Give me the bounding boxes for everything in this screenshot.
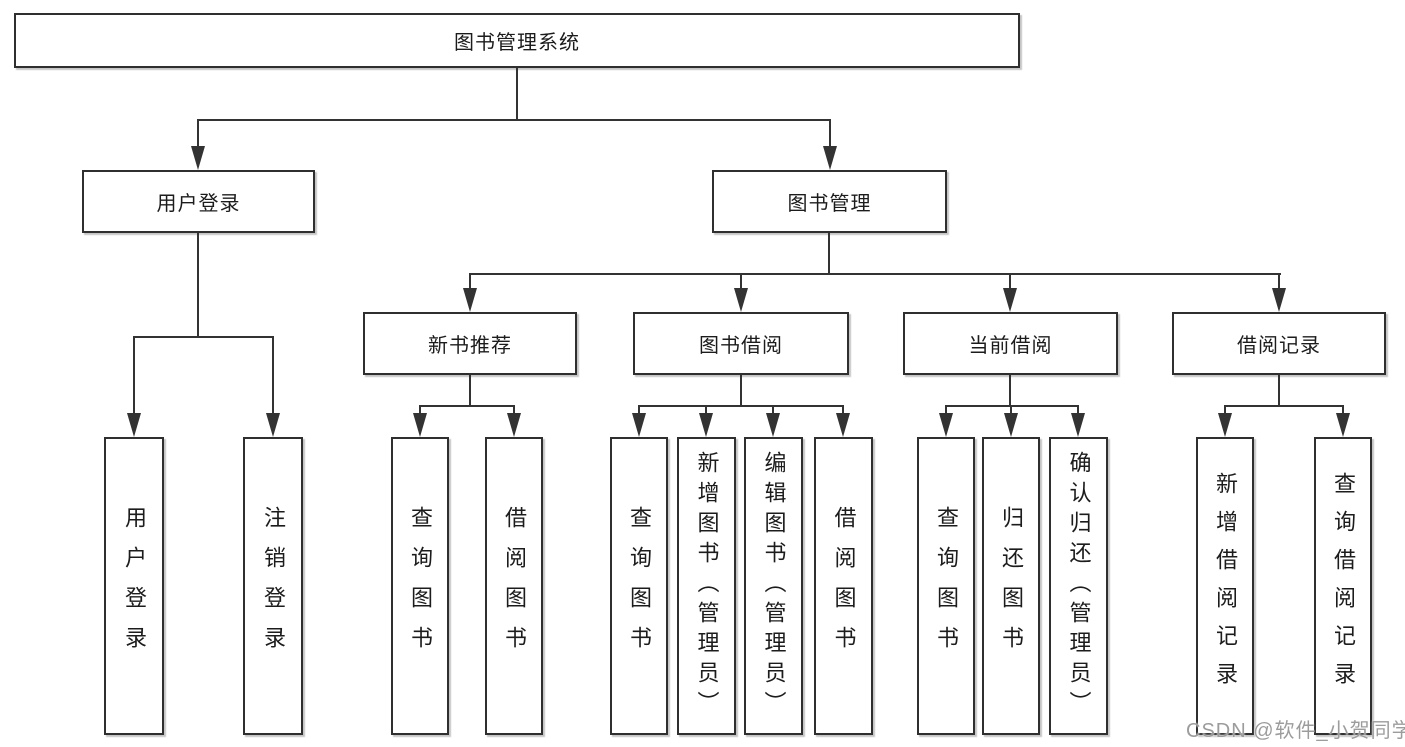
leaf-label: 用户登录 <box>122 506 147 666</box>
connector-book-mgmt-stem <box>829 119 831 151</box>
leaf-borrow-books-1: 借阅图书 <box>485 437 543 735</box>
leaf-label: 确认归还（管理员） <box>1066 451 1092 721</box>
leaf-borrow-books-2: 借阅图书 <box>814 437 873 735</box>
leaf-confirm-return-admin: 确认归还（管理员） <box>1049 437 1108 735</box>
node-book-mgmt: 图书管理 <box>712 170 947 233</box>
leaf-label: 归还图书 <box>999 506 1024 666</box>
arrow-down-icon <box>1003 288 1017 312</box>
leaf-label: 查询借阅记录 <box>1331 472 1356 700</box>
arrow-down-icon <box>939 413 953 437</box>
csdn-watermark: CSDN @软件_小贺同学 <box>1186 720 1405 742</box>
node-root-label: 图书管理系统 <box>454 32 580 54</box>
arrow-down-icon <box>1004 413 1018 437</box>
node-user-login-label: 用户登录 <box>156 193 241 215</box>
node-user-login: 用户登录 <box>82 170 315 233</box>
leaf-label: 注销登录 <box>261 506 286 666</box>
node-borrow-records-label: 借阅记录 <box>1237 335 1321 357</box>
node-root: 图书管理系统 <box>14 13 1020 68</box>
connector-level2-horizontal <box>197 119 831 121</box>
connector-leaf-stem <box>1077 405 1079 417</box>
connector-borrow-records-children-horizontal <box>1224 405 1344 407</box>
connector-user-login-children-horizontal <box>133 336 274 338</box>
connector-new-books-children-horizontal <box>419 405 515 407</box>
connector-user-login-vertical <box>197 233 199 338</box>
leaf-label: 新增图书（管理员） <box>694 451 720 721</box>
connector-current-borrow-vertical <box>1009 375 1011 406</box>
connector-leaf-stem <box>705 405 707 417</box>
connector-current-borrow-children-horizontal <box>945 405 1079 407</box>
connector-leaf-stem <box>638 405 640 417</box>
leaf-label: 新增借阅记录 <box>1213 472 1238 700</box>
arrow-down-icon <box>127 413 141 437</box>
leaf-label: 查询图书 <box>408 506 433 666</box>
connector-root-vertical <box>516 68 518 120</box>
leaf-query-books-3: 查询图书 <box>917 437 975 735</box>
leaf-user-login: 用户登录 <box>104 437 164 735</box>
node-new-books: 新书推荐 <box>363 312 577 375</box>
connector-book-mgmt-vertical <box>828 233 830 275</box>
connector-book-borrow-vertical <box>740 375 742 406</box>
connector-new-books-vertical <box>469 375 471 406</box>
connector-leaf-stem <box>1342 405 1344 417</box>
arrow-down-icon <box>507 413 521 437</box>
connector-leaf-stem <box>842 405 844 417</box>
arrow-down-icon <box>734 288 748 312</box>
leaf-label: 查询图书 <box>627 506 652 666</box>
arrow-down-icon <box>463 288 477 312</box>
arrow-down-icon <box>836 413 850 437</box>
node-book-mgmt-label: 图书管理 <box>787 193 872 215</box>
connector-leaf-stem <box>772 405 774 417</box>
arrow-down-icon <box>191 146 205 170</box>
connector-book-borrow-children-horizontal <box>638 405 844 407</box>
arrow-down-icon <box>413 413 427 437</box>
arrow-down-icon <box>266 413 280 437</box>
leaf-add-books-admin: 新增图书（管理员） <box>677 437 736 735</box>
node-new-books-label: 新书推荐 <box>428 335 512 357</box>
leaf-label: 编辑图书（管理员） <box>761 451 787 721</box>
connector-leaf-stem <box>1224 405 1226 417</box>
leaf-edit-books-admin: 编辑图书（管理员） <box>744 437 803 735</box>
node-borrow-records: 借阅记录 <box>1172 312 1386 375</box>
leaf-logout: 注销登录 <box>243 437 303 735</box>
arrow-down-icon <box>1218 413 1232 437</box>
node-book-borrow-label: 图书借阅 <box>699 335 783 357</box>
arrow-down-icon <box>1071 413 1085 437</box>
connector-leaf-stem <box>1010 405 1012 417</box>
arrow-down-icon <box>823 146 837 170</box>
node-book-borrow: 图书借阅 <box>633 312 849 375</box>
connector-leaf-stem <box>513 405 515 417</box>
connector-leaf-stem <box>133 336 135 417</box>
connector-user-login-stem <box>197 119 199 151</box>
connector-current-borrow-stem <box>1009 273 1011 293</box>
connector-level3-horizontal <box>469 273 1281 275</box>
arrow-down-icon <box>632 413 646 437</box>
leaf-return-books: 归还图书 <box>982 437 1040 735</box>
connector-borrow-records-vertical <box>1278 375 1280 406</box>
node-current-borrow: 当前借阅 <box>903 312 1118 375</box>
leaf-query-books-2: 查询图书 <box>610 437 668 735</box>
leaf-label: 借阅图书 <box>831 506 857 666</box>
leaf-query-borrow-record: 查询借阅记录 <box>1314 437 1372 735</box>
leaf-add-borrow-record: 新增借阅记录 <box>1196 437 1254 735</box>
arrow-down-icon <box>1336 413 1350 437</box>
arrow-down-icon <box>1272 288 1286 312</box>
leaf-query-books-1: 查询图书 <box>391 437 449 735</box>
arrow-down-icon <box>766 413 780 437</box>
leaf-label: 借阅图书 <box>502 506 527 666</box>
connector-book-borrow-stem <box>740 273 742 293</box>
connector-leaf-stem <box>419 405 421 417</box>
node-current-borrow-label: 当前借阅 <box>968 335 1053 357</box>
leaf-label: 查询图书 <box>934 506 959 666</box>
arrow-down-icon <box>699 413 713 437</box>
connector-new-books-stem <box>469 273 471 293</box>
connector-leaf-stem <box>945 405 947 417</box>
connector-leaf-stem <box>272 336 274 417</box>
connector-borrow-records-stem <box>1278 273 1280 293</box>
